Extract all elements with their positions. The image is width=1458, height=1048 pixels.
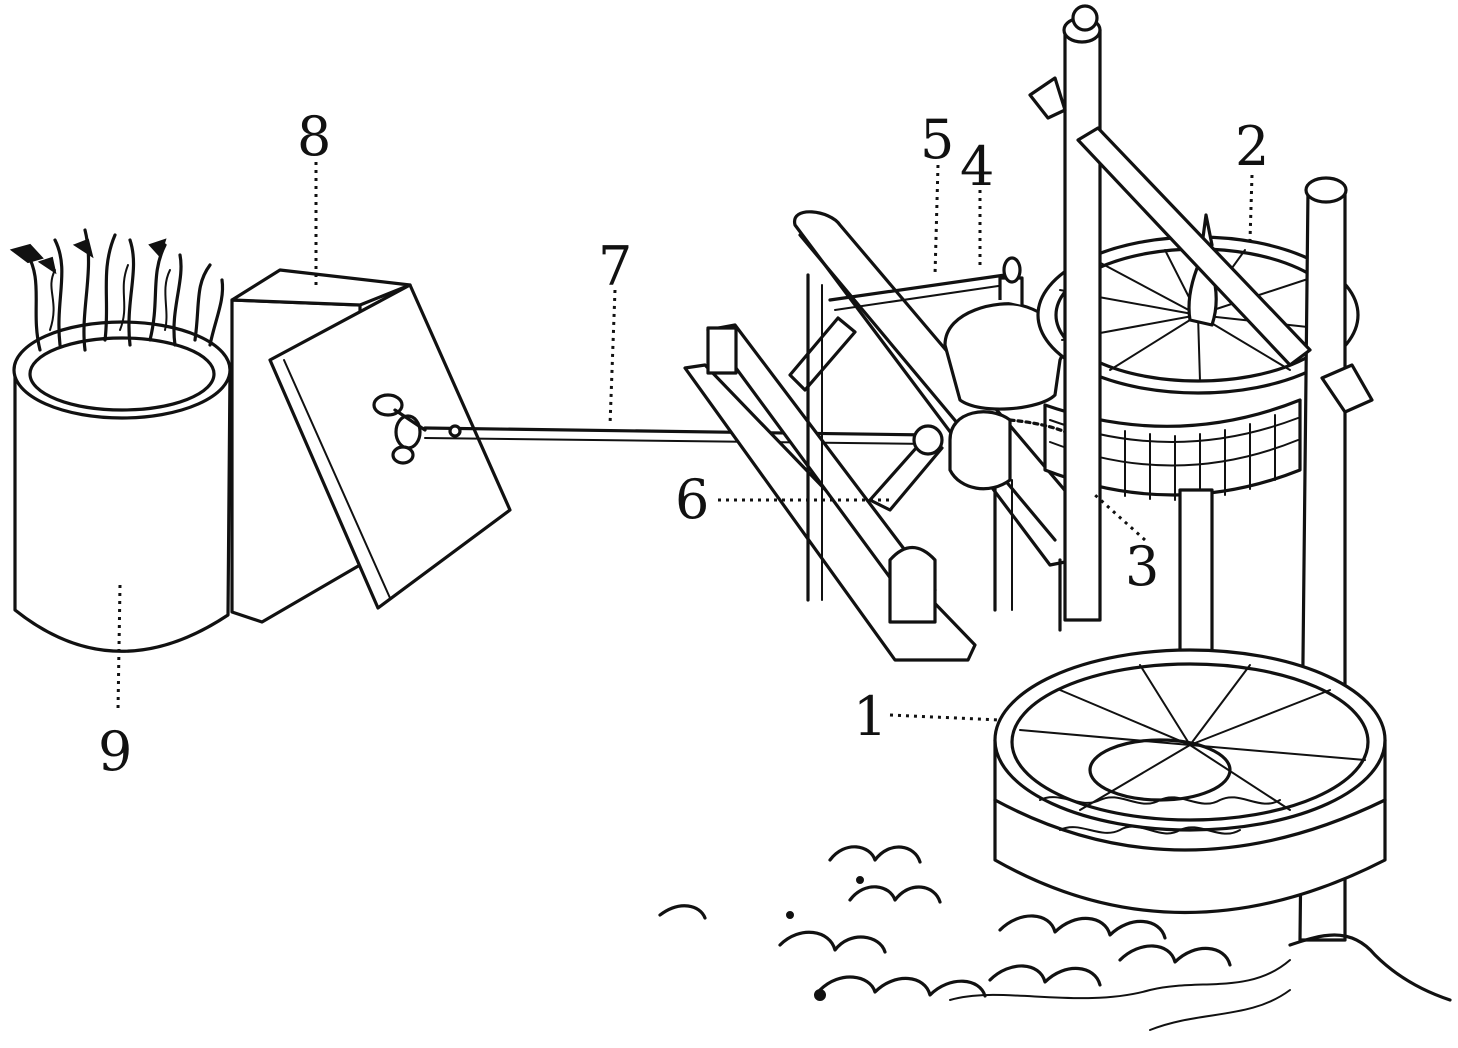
water-waves: [658, 845, 1452, 1031]
governor-bell: [943, 256, 1065, 491]
label-2: 2: [1235, 115, 1269, 178]
number-labels: 1 2 3 4 5 6 7 8 9: [98, 105, 1269, 783]
label-1: 1: [853, 685, 887, 748]
connecting-rod: [423, 424, 932, 445]
leader-2: [1248, 174, 1254, 241]
leader-7: [608, 289, 617, 426]
bellows-handle: [372, 393, 427, 465]
label-7: 7: [598, 235, 632, 298]
label-9: 9: [98, 720, 132, 783]
label-4: 4: [960, 135, 994, 198]
leader-lines: [116, 162, 1254, 722]
label-5: 5: [920, 108, 954, 171]
bellows-box: [230, 268, 512, 624]
diagonal-arm: [1028, 76, 1312, 367]
label-3: 3: [1125, 535, 1159, 598]
leader-3: [1093, 493, 1147, 542]
leader-1: [889, 713, 1001, 722]
furnace: [12, 320, 232, 653]
leader-9: [116, 584, 122, 711]
fire-flames: [9, 228, 225, 352]
lower-water-wheel: [993, 648, 1387, 914]
leader-5: [933, 164, 940, 276]
label-8: 8: [297, 105, 331, 168]
label-6: 6: [675, 468, 709, 531]
